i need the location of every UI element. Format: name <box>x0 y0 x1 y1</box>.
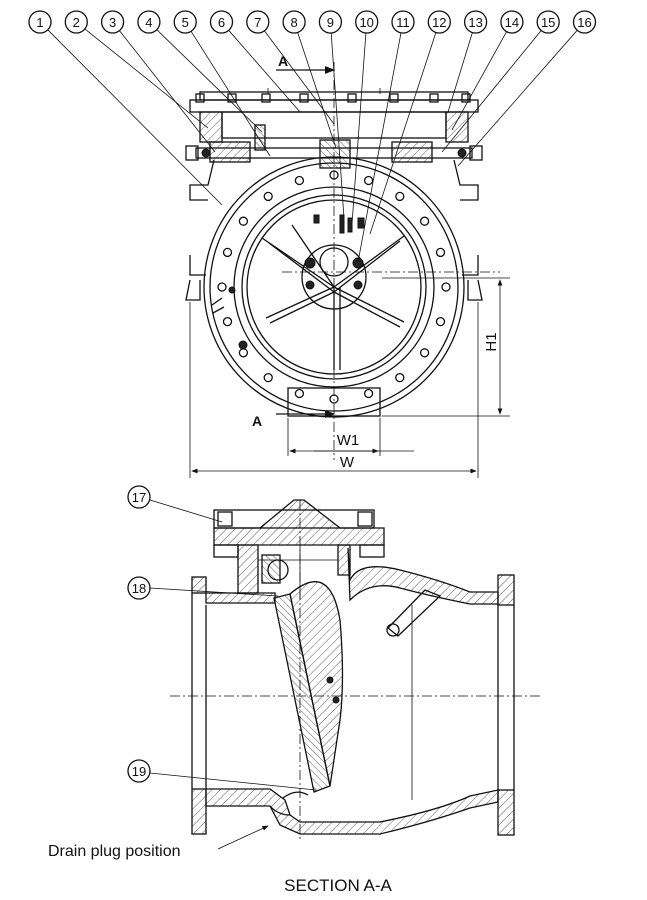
callout-2: 2 <box>73 15 80 30</box>
callout-18: 18 <box>132 581 146 596</box>
section-marker-top: A <box>278 53 288 69</box>
leader-line-7 <box>264 30 335 125</box>
callout-15: 15 <box>541 15 555 30</box>
dim-w: W <box>340 454 355 471</box>
leader-line-11 <box>357 32 402 263</box>
callout-circle-15 <box>536 10 560 34</box>
bolt-hole <box>435 247 446 258</box>
leader-line-6 <box>228 30 301 113</box>
callout-7: 7 <box>254 15 261 30</box>
bolt-hole <box>363 388 374 399</box>
callout-circle-10 <box>355 10 379 34</box>
callout-1: 1 <box>36 15 43 30</box>
bolt-hole <box>441 282 451 292</box>
callout-circle-9 <box>318 10 343 34</box>
left-boss <box>189 159 215 201</box>
callout-circle-8 <box>282 10 306 34</box>
section-view: 17 18 19 Drain plug position SECTION A-A <box>48 485 540 895</box>
callout-circle-4 <box>137 10 161 34</box>
callout-19: 19 <box>132 764 146 779</box>
callout-12: 12 <box>432 15 446 30</box>
right-bearing <box>391 141 433 163</box>
bolt-hole <box>217 282 227 292</box>
left-bearing <box>209 141 251 163</box>
leader-line-2 <box>84 28 209 129</box>
leader-line-13 <box>447 32 473 113</box>
flange-bolt-holes <box>217 170 451 404</box>
leader-line-8 <box>297 32 337 149</box>
left-flange-top <box>191 576 207 594</box>
bolt-hole <box>294 175 305 186</box>
top-view: A A H1 W1 W <box>185 53 510 478</box>
right-flange-bottom <box>497 789 515 836</box>
bolt-hole <box>222 316 233 327</box>
leader-line-10 <box>351 32 367 225</box>
bolt-hole <box>294 388 305 399</box>
hinge-block <box>261 554 281 584</box>
callout-4: 4 <box>145 15 152 30</box>
callout-5: 5 <box>182 15 189 30</box>
callout-14: 14 <box>505 15 519 30</box>
bolt-hole <box>363 175 374 186</box>
bolt-hole <box>419 216 430 226</box>
bolt-hole <box>419 348 430 358</box>
leader-line-1 <box>47 29 223 206</box>
bolt-hole <box>222 247 233 258</box>
upper-wall-right <box>347 547 499 605</box>
callout-circle-13 <box>463 10 488 34</box>
callout-circle-5 <box>173 10 197 34</box>
callout-circle-12 <box>427 10 451 34</box>
bolt-hole <box>263 372 273 383</box>
bolt-hole <box>435 316 446 327</box>
lower-wall <box>205 788 499 835</box>
callout-circle-1 <box>28 10 52 34</box>
right-boss <box>453 159 479 201</box>
leader-line-15 <box>441 30 542 153</box>
leader-line-14 <box>451 31 507 131</box>
bolt-hole <box>238 216 249 226</box>
callout-circle-2 <box>64 10 88 34</box>
callout-circle-6 <box>209 10 234 34</box>
callout-9: 9 <box>327 15 334 30</box>
leader-line-16 <box>457 30 578 167</box>
section-marker-bottom: A <box>252 413 262 429</box>
section-title: SECTION A-A <box>284 876 392 895</box>
bolt-hole <box>395 191 405 202</box>
key <box>254 124 266 151</box>
callout-6: 6 <box>218 15 225 30</box>
callout-16: 16 <box>577 15 591 30</box>
callout-10: 10 <box>359 15 373 30</box>
right-flange-top <box>497 574 515 606</box>
callout-circle-16 <box>572 10 597 34</box>
disc-back <box>289 581 344 787</box>
drain-plug-label: Drain plug position <box>48 843 181 860</box>
callout-circle-14 <box>500 10 524 34</box>
bolt-hole <box>263 191 273 202</box>
right-cover-section <box>445 111 469 143</box>
leader-line-12 <box>369 32 437 235</box>
callout-11: 11 <box>396 15 410 30</box>
leader-line-9 <box>330 32 345 219</box>
callout-8: 8 <box>290 15 297 30</box>
callout-17: 17 <box>132 490 146 505</box>
lever-arm <box>387 589 442 637</box>
bolt-hole <box>238 348 249 358</box>
bolt-hole <box>395 372 405 383</box>
callout-circle-3 <box>100 10 125 34</box>
callout-circle-11 <box>391 10 415 34</box>
left-flange-bottom <box>191 788 207 835</box>
leader-line-5 <box>190 31 271 157</box>
cover-bolts <box>195 88 471 103</box>
callout-3: 3 <box>109 15 116 30</box>
disc-ribs <box>261 224 405 370</box>
leader-line-3 <box>119 30 216 153</box>
upper-wall-left <box>205 592 276 604</box>
dim-h1: H1 <box>483 332 500 351</box>
callout-circle-7 <box>246 10 270 34</box>
callout-13: 13 <box>468 15 482 30</box>
dim-w1: W1 <box>337 432 360 449</box>
